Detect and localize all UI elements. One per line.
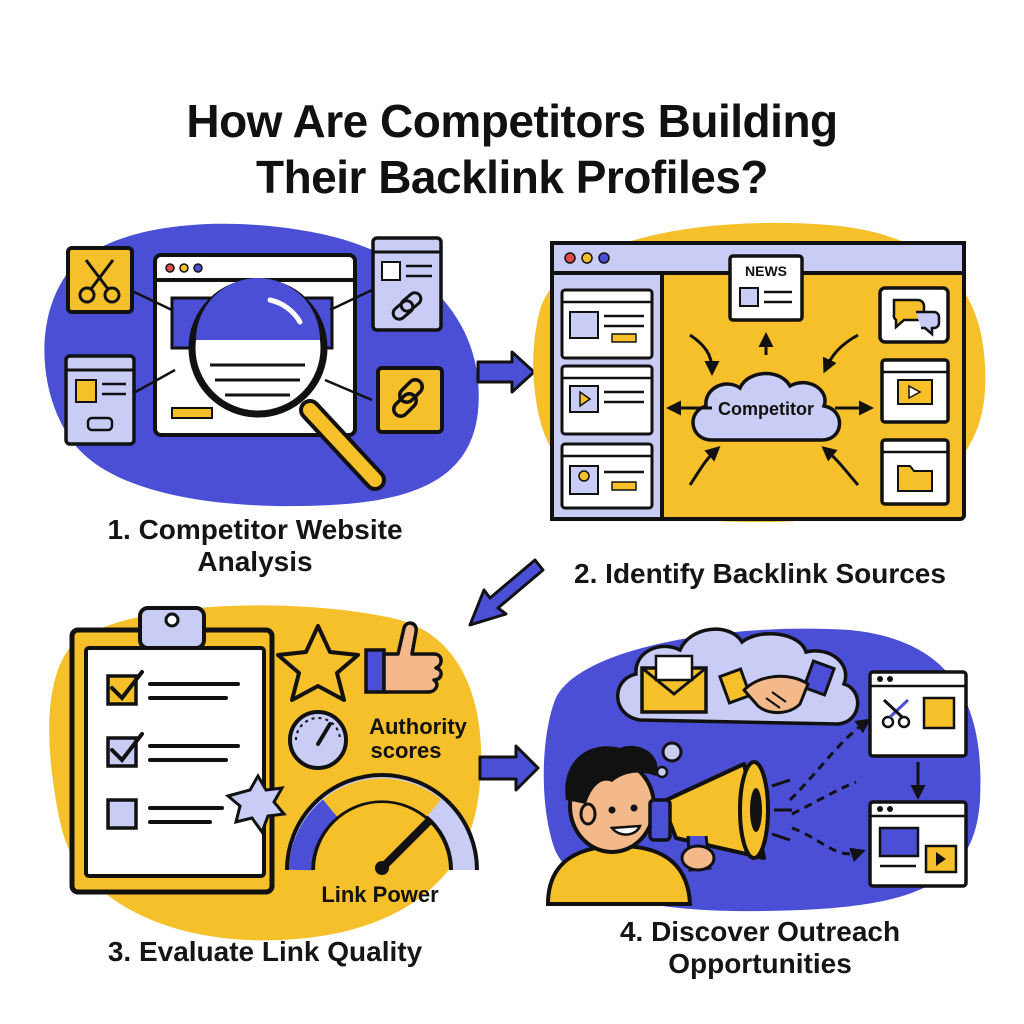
step-2-label-line-1: 2. Identify Backlink Sources — [574, 558, 946, 589]
news-label: NEWS — [745, 263, 787, 279]
link-icon — [391, 291, 423, 321]
browser-window-icon — [560, 288, 654, 360]
scissors-icon — [66, 246, 134, 314]
magnifying-glass-icon — [188, 278, 386, 491]
step-1-label-line-2: Analysis — [197, 546, 313, 577]
checkbox-icon — [106, 670, 144, 706]
panel-3-link-quality: Authority scores Link Power — [49, 605, 482, 941]
panel-4-outreach — [543, 627, 981, 912]
authority-label-line-1: Authority — [369, 714, 468, 739]
step-3-label-line-1: 3. Evaluate Link Quality — [107, 936, 423, 967]
link-icon — [376, 366, 444, 434]
handshake-icon — [717, 659, 837, 714]
speedometer-icon — [288, 710, 348, 770]
gauge-label: Link Power — [321, 882, 439, 907]
page-title: How Are Competitors Building Their Backl… — [0, 93, 1024, 205]
competitor-hub-label: Competitor — [718, 399, 814, 419]
step-4-label: 4. Discover Outreach Opportunities — [540, 916, 980, 980]
star-icon — [276, 624, 360, 702]
title-line-2: Their Backlink Profiles? — [255, 150, 769, 203]
step-2-label: 2. Identify Backlink Sources — [540, 558, 980, 590]
scissors-icon — [881, 698, 911, 729]
gauge-icon — [285, 773, 479, 875]
browser-window-icon — [371, 236, 443, 332]
arrow-icon — [476, 350, 536, 394]
panel-1-competitor-analysis — [44, 223, 479, 507]
arrow-icon — [468, 558, 545, 627]
thumbs-up-icon — [364, 621, 443, 694]
browser-window-icon — [880, 358, 950, 424]
step-3-label: 3. Evaluate Link Quality — [50, 936, 480, 968]
browser-window-icon — [560, 442, 654, 510]
person-icon — [545, 745, 693, 906]
authority-label-line-2: scores — [371, 738, 442, 763]
arrow-icon — [666, 332, 874, 486]
title-line-1: How Are Competitors Building — [186, 94, 838, 147]
checkbox-icon — [106, 732, 144, 768]
checkbox-icon — [106, 798, 138, 830]
browser-window-icon — [560, 364, 654, 436]
news-icon — [728, 254, 804, 322]
step-1-label: 1. Competitor Website Analysis — [40, 514, 470, 578]
browser-window-icon — [64, 354, 136, 446]
chat-bubble-icon — [878, 286, 950, 344]
browser-window-icon — [880, 438, 950, 506]
step-4-label-line-1: 4. Discover Outreach — [619, 916, 901, 947]
envelope-icon — [640, 654, 708, 714]
panel-2-backlink-sources: NEWS Competitor — [533, 222, 986, 523]
browser-window-icon — [868, 800, 968, 888]
step-1-label-line-1: 1. Competitor Website — [107, 514, 403, 545]
megaphone-icon — [648, 760, 792, 872]
clipboard-icon — [69, 606, 275, 895]
browser-window-icon — [868, 670, 968, 758]
arrow-icon — [478, 744, 540, 792]
step-4-label-line-2: Opportunities — [668, 948, 852, 979]
